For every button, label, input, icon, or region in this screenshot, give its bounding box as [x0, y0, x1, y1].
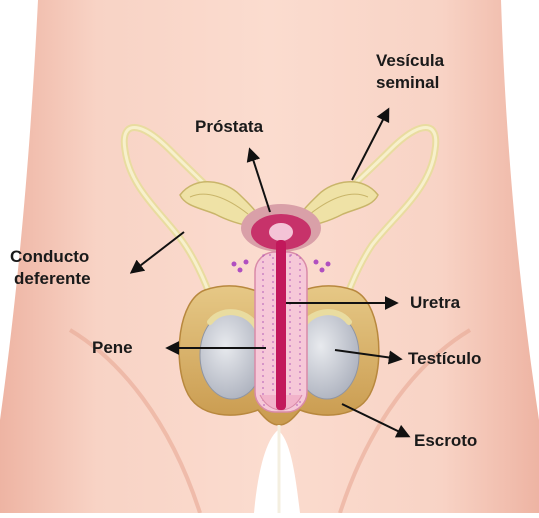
- label-vesicula-seminal: Vesícula seminal: [376, 50, 444, 94]
- label-conducto-deferente: Conducto deferente: [10, 246, 91, 290]
- label-pene: Pene: [92, 337, 133, 359]
- label-vesicula-line2: seminal: [376, 72, 444, 94]
- label-vesicula-line1: Vesícula: [376, 50, 444, 72]
- urethra: [276, 240, 286, 410]
- label-testiculo: Testículo: [408, 348, 481, 370]
- label-conducto-line2: deferente: [10, 268, 91, 290]
- label-escroto: Escroto: [414, 430, 477, 452]
- label-prostata: Próstata: [195, 116, 263, 138]
- label-uretra: Uretra: [410, 292, 460, 314]
- label-conducto-line1: Conducto: [10, 246, 91, 268]
